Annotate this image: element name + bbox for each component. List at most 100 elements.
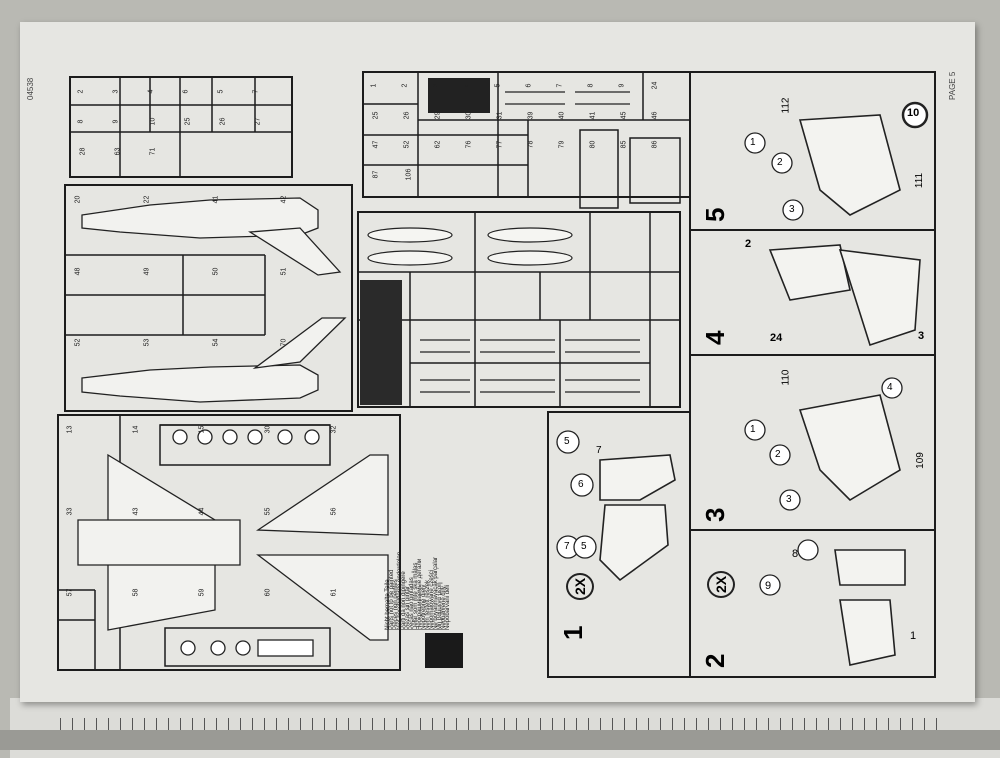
sprue-part-number: 25 — [184, 117, 192, 126]
sprue-part-number: 43 — [132, 507, 140, 516]
sprue-part-number: 26 — [403, 111, 411, 119]
legend-item: Nepobarvani deli — [445, 584, 451, 630]
sprue-part-number: 32 — [330, 425, 338, 434]
sprue-part-number: 5 — [494, 83, 502, 88]
sprue-part-number: 85 — [620, 140, 628, 149]
wing-right-lower — [256, 554, 389, 641]
step-5-part-112: 112 — [780, 97, 792, 114]
step-2-number: 2 — [700, 653, 730, 668]
sprue-part-number: 49 — [143, 267, 151, 276]
sprue-part-number: 47 — [372, 140, 380, 149]
sprue-part-number: 29 — [434, 111, 442, 119]
sprue-part-number: 6 — [525, 83, 533, 88]
fuselage-half-lower — [81, 364, 319, 403]
step-1-part-5a: 5 — [564, 436, 570, 447]
step-2-part-1: 1 — [910, 630, 917, 642]
dark-sprue-tag — [428, 78, 490, 113]
step-1-part-5b: 5 — [581, 541, 587, 552]
sprue-part-number: 9 — [112, 119, 120, 124]
fin-upper — [248, 227, 342, 276]
sprue-part-number: 4 — [463, 83, 471, 88]
sprue-part-number: 13 — [66, 425, 74, 434]
sprue-part-number: 55 — [264, 507, 272, 516]
sprue-part-number: 8 — [587, 83, 595, 88]
sprue-part-number: 57 — [66, 588, 74, 597]
sprue-part-number: 56 — [330, 507, 338, 516]
sprue-part-number: 79 — [558, 140, 566, 149]
sprue-part-number: 14 — [132, 425, 140, 434]
sprue-part-number: 33 — [66, 507, 74, 516]
sprue-part-number: 1 — [370, 83, 378, 88]
sprue-part-number: 30 — [264, 425, 272, 434]
sprue-part-number: 27 — [254, 117, 262, 126]
step-1-multiplier: 2X — [566, 572, 594, 600]
step-5-number: 5 — [700, 207, 730, 222]
sprue-part-number: 2 — [401, 83, 409, 88]
step-4-part-24: 24 — [770, 332, 783, 344]
step-3-part-109: 109 — [914, 452, 926, 469]
step-4-number: 4 — [700, 330, 730, 345]
sprue-part-number: 70 — [280, 338, 288, 347]
sprue-part-number: 3 — [432, 83, 440, 88]
sprue-part-number: 46 — [651, 111, 659, 119]
step-5-panel — [689, 71, 936, 231]
sprue-part-number: 77 — [496, 140, 504, 149]
sprue-part-number: 54 — [211, 338, 219, 347]
sprue-part-number: 26 — [219, 117, 227, 126]
sprue-part-number: 53 — [143, 338, 151, 347]
step-3-part-110: 110 — [780, 369, 792, 386]
sprue-part-number: 9 — [618, 83, 626, 88]
sprue-part-number: 28 — [79, 147, 87, 156]
step-3-part-3: 3 — [786, 494, 792, 505]
fin-lower — [252, 317, 347, 369]
sprue-part-number: 20 — [74, 195, 82, 204]
sprue-part-number: 44 — [198, 507, 206, 516]
sprue-part-number: 39 — [527, 111, 535, 119]
sprue-part-number: 7 — [556, 83, 564, 88]
legend: Nicht bemalte Teile Parts not to be pain… — [385, 445, 451, 630]
sprue-part-number: 62 — [434, 140, 442, 149]
sprue-part-number: 30 — [465, 111, 473, 119]
sprue-part-number: 71 — [149, 147, 157, 156]
legend-color-swatch — [425, 633, 463, 668]
fuselage-half-upper — [81, 197, 319, 239]
sprue-part-number: 59 — [198, 588, 206, 597]
step-5-part-3: 3 — [789, 204, 795, 215]
wing-right-upper — [255, 454, 389, 536]
step-5-part-10: 10 — [907, 107, 920, 119]
step-5-part-1: 1 — [750, 137, 756, 148]
table-edge — [0, 730, 1000, 750]
sprue-part-number: 42 — [280, 195, 288, 204]
sprue-part-number: 48 — [74, 267, 82, 276]
sprue-frame-bottom-left — [57, 414, 401, 671]
sprue-part-number: 31 — [496, 111, 504, 119]
step-3-number: 3 — [700, 507, 730, 522]
sprue-part-number: 10 — [149, 117, 157, 126]
sprue-part-number: 7 — [252, 89, 260, 94]
sprue-part-number: 60 — [264, 588, 272, 597]
sprue-part-number: 50 — [211, 267, 219, 276]
sprue-part-number: 24 — [651, 81, 659, 90]
step-1-number: 1 — [558, 625, 588, 640]
sprue-part-number: 5 — [217, 89, 225, 94]
step-2-multiplier: 2X — [707, 570, 735, 598]
sprue-part-number: 41 — [589, 111, 597, 119]
step-3-part-4: 4 — [887, 382, 893, 393]
sprue-part-number: 25 — [372, 111, 380, 119]
ruler-marks — [60, 718, 940, 730]
sprue-part-number: 63 — [114, 147, 122, 156]
sprue-part-number: 51 — [280, 267, 288, 276]
sprue-part-number: 106 — [405, 168, 413, 180]
sprue-part-number: 3 — [112, 89, 120, 94]
missile-rack-dark — [360, 280, 402, 405]
lower-fuselage — [77, 519, 241, 566]
step-1-part-6: 6 — [578, 479, 584, 490]
sprue-part-number: 52 — [74, 338, 82, 347]
sprue-part-number: 40 — [558, 111, 566, 119]
sprue-part-number: 87 — [372, 170, 380, 178]
sprue-part-number: 45 — [620, 111, 628, 119]
step-5-part-111: 111 — [914, 172, 926, 189]
step-2-part-8: 8 — [792, 548, 799, 560]
step-4-part-2: 2 — [745, 238, 752, 250]
